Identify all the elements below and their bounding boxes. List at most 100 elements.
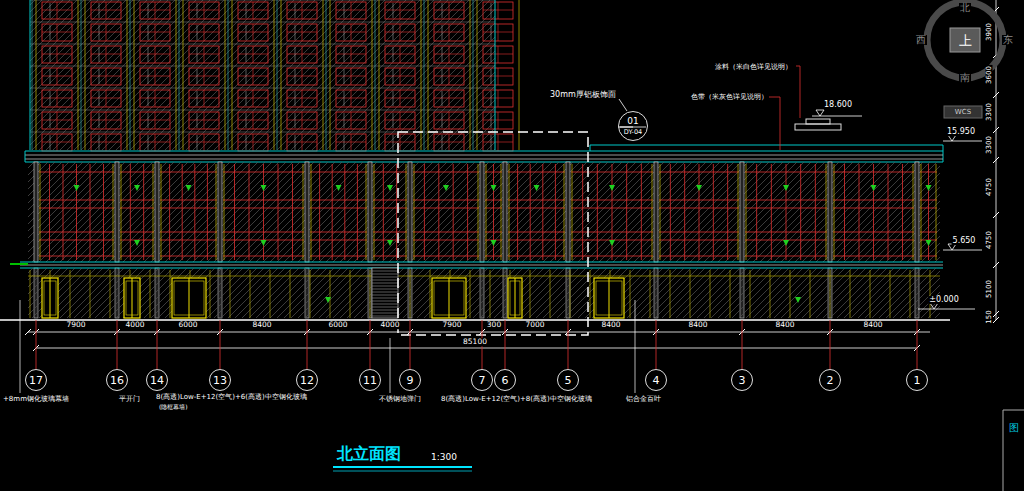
dimension-tick: [993, 262, 999, 268]
mullion: [351, 68, 352, 85]
column-line: [81, 0, 82, 150]
door-leaf: [50, 278, 51, 318]
yellow-line: [40, 164, 41, 260]
transom: [485, 172, 502, 173]
white-line: [197, 91, 198, 106]
wcs-box: [944, 106, 982, 118]
louver-blade: [372, 271, 398, 272]
column-line: [424, 0, 425, 150]
storefront-mullion: [690, 270, 691, 318]
storefront-mullion: [930, 270, 931, 318]
white-line: [99, 69, 100, 84]
mullion: [449, 2, 450, 19]
storefront-mullion: [330, 270, 331, 318]
white-line: [442, 47, 443, 62]
floor-line: [30, 132, 495, 133]
window-frame: [140, 46, 170, 63]
transom: [238, 142, 268, 143]
green-mark: [443, 185, 449, 191]
title-block-text: 图: [1008, 423, 1020, 433]
yellow-line: [379, 0, 380, 150]
mullion: [49, 164, 50, 260]
transom: [91, 10, 121, 11]
mullion: [292, 164, 293, 260]
window-frame: [189, 134, 219, 151]
yellow-line: [281, 0, 282, 150]
transom: [287, 10, 317, 11]
louver: [372, 268, 398, 318]
white-line: [491, 69, 492, 84]
mullion: [517, 164, 518, 260]
storefront-mullion: [470, 270, 471, 318]
transom: [310, 256, 367, 257]
mullion: [143, 164, 144, 260]
transom: [140, 54, 170, 55]
window-frame: [434, 112, 464, 129]
mullion: [357, 164, 358, 260]
dimension-value: 4000: [379, 321, 400, 329]
yellow-line: [330, 0, 331, 150]
transom: [483, 98, 513, 99]
roof-structure: [806, 119, 830, 124]
mullion: [498, 68, 499, 85]
pier: [480, 162, 484, 262]
floor-line: [30, 66, 495, 67]
column-line: [32, 0, 33, 150]
mullion: [106, 46, 107, 63]
window-frame: [238, 2, 268, 19]
transom: [120, 232, 154, 233]
window-frame: [385, 46, 415, 63]
material-note: 平开门: [118, 396, 141, 403]
title-block-line: [1003, 410, 1004, 491]
yellow-line: [161, 164, 162, 260]
dimension-tick: [993, 317, 999, 323]
window-frame: [238, 90, 268, 107]
door-leaf: [515, 278, 516, 318]
compass-letter: 西: [915, 35, 927, 45]
green-mark: [387, 240, 393, 246]
transom: [160, 208, 217, 209]
mullion: [249, 164, 250, 260]
transom: [140, 32, 170, 33]
storefront-mullion: [490, 270, 491, 318]
yellow-line: [826, 164, 827, 260]
roof-structure: [795, 124, 841, 130]
window-frame: [140, 134, 170, 151]
white-line: [148, 3, 149, 18]
louver-blade: [372, 304, 398, 305]
transom: [385, 142, 415, 143]
material-note: 8(高透)Low-E+12(空气)+6(高透)中空钢化玻璃: [155, 394, 308, 401]
storefront-mullion: [410, 270, 411, 318]
axis-bubble: 17: [25, 369, 47, 391]
white-line: [295, 113, 296, 128]
window-frame: [42, 46, 72, 63]
yellow-line: [470, 0, 471, 150]
mullion: [597, 164, 598, 260]
yellow-line: [406, 164, 407, 260]
mullion: [57, 2, 58, 19]
white-line: [246, 3, 247, 18]
dimension-value: 7900: [65, 321, 86, 329]
dimension-value: 6000: [177, 321, 198, 329]
window-frame: [434, 2, 464, 19]
level-line: [943, 141, 982, 142]
mullion: [130, 164, 131, 260]
louver-blade: [372, 283, 398, 284]
transom: [223, 200, 304, 201]
transom: [385, 32, 415, 33]
transom: [920, 172, 937, 173]
mullion: [400, 68, 401, 85]
white-line: [295, 91, 296, 106]
transom: [434, 54, 464, 55]
mullion: [670, 164, 671, 260]
detail-callout: 01DY-04: [618, 111, 648, 141]
mullion: [815, 164, 816, 260]
storefront: [28, 268, 940, 318]
transom: [91, 98, 121, 99]
mullion: [453, 164, 454, 260]
compass-letter: 上: [958, 34, 973, 47]
dimension-tick: [993, 92, 999, 98]
window-frame: [483, 2, 513, 19]
transom: [42, 10, 72, 11]
yellow-line: [36, 0, 37, 150]
